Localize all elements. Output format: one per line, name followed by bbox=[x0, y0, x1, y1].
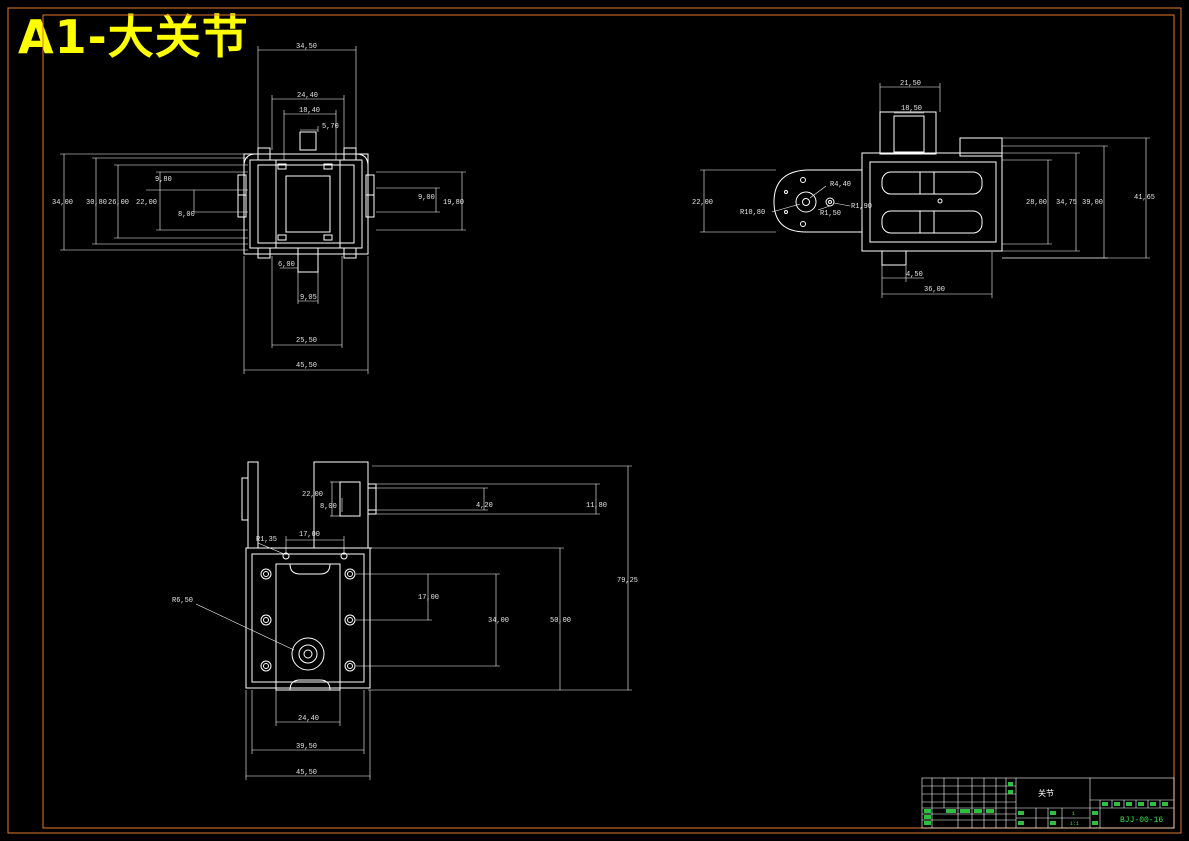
dim-label: 9,00 bbox=[418, 194, 435, 202]
dim-label: R1,50 bbox=[820, 210, 841, 218]
dim-label: 9,05 bbox=[300, 294, 317, 302]
top-left-dimension-text: 34,50 24,40 18,40 5,70 34,00 30,80 26,00… bbox=[52, 43, 464, 370]
dim-label: 17,00 bbox=[418, 594, 439, 602]
quantity-value: 1 bbox=[1072, 811, 1075, 817]
dim-label: 21,50 bbox=[900, 80, 921, 88]
top-left-view bbox=[237, 131, 375, 273]
sheet-border bbox=[7, 7, 1182, 834]
dim-label: R1,35 bbox=[256, 536, 277, 544]
dim-label: 5,70 bbox=[322, 123, 339, 131]
dim-label: 45,50 bbox=[296, 769, 317, 777]
scale-value: 1:1 bbox=[1070, 821, 1079, 827]
dim-label: 24,40 bbox=[297, 92, 318, 100]
bottom-dimension-lines bbox=[195, 465, 632, 780]
dim-label: 24,40 bbox=[298, 715, 319, 723]
dim-label: 30,80 bbox=[86, 199, 107, 207]
dim-label: R6,50 bbox=[172, 597, 193, 605]
dim-label: 28,00 bbox=[1026, 199, 1047, 207]
dim-label: 25,50 bbox=[296, 337, 317, 345]
dim-label: 6,00 bbox=[278, 261, 295, 269]
dim-label: 17,00 bbox=[299, 531, 320, 539]
title-block bbox=[921, 777, 1175, 829]
dim-label: 79,25 bbox=[617, 577, 638, 585]
dim-label: 34,75 bbox=[1056, 199, 1077, 207]
dim-label: R1,90 bbox=[851, 203, 872, 211]
dim-label: 22,00 bbox=[692, 199, 713, 207]
title-block-fill bbox=[924, 782, 1168, 825]
dim-label: 4,50 bbox=[906, 271, 923, 279]
dim-label: 18,40 bbox=[299, 107, 320, 115]
dim-label: 8,00 bbox=[178, 211, 195, 219]
drawing-title: A1-大关节 bbox=[18, 10, 249, 64]
dim-label: 22,00 bbox=[302, 491, 323, 499]
dim-label: 18,50 bbox=[901, 105, 922, 113]
dim-label: R10,80 bbox=[740, 209, 765, 217]
dim-label: 45,50 bbox=[296, 362, 317, 370]
drawing-number: BJJ-00-16 bbox=[1120, 816, 1163, 825]
dim-label: 39,00 bbox=[1082, 199, 1103, 207]
top-right-dimension-text: 21,50 18,50 R4,40 R10,80 R1,50 R1,90 22,… bbox=[692, 80, 1155, 294]
dim-label: 19,80 bbox=[443, 199, 464, 207]
dim-label: 39,50 bbox=[296, 743, 317, 751]
top-right-dimension-lines bbox=[700, 83, 1150, 298]
dim-label: 34,50 bbox=[296, 43, 317, 51]
dim-label: 8,00 bbox=[320, 503, 337, 511]
dim-label: 34,00 bbox=[488, 617, 509, 625]
dim-label: R4,40 bbox=[830, 181, 851, 189]
dim-label: 36,00 bbox=[924, 286, 945, 294]
bottom-dimension-text: 22,00 8,00 4,20 11,80 R1,35 17,00 R6,50 … bbox=[172, 491, 638, 777]
dim-label: 22,00 bbox=[136, 199, 157, 207]
top-left-dimension-lines bbox=[60, 46, 466, 374]
dim-label: 41,65 bbox=[1134, 194, 1155, 202]
bottom-view bbox=[241, 461, 377, 691]
dim-label: 50,00 bbox=[550, 617, 571, 625]
title-block-text: 关节 BJJ-00-16 1:1 1 bbox=[1038, 788, 1163, 827]
top-right-view bbox=[773, 111, 1003, 266]
dim-label: 4,20 bbox=[476, 502, 493, 510]
dim-label: 34,00 bbox=[52, 199, 73, 207]
dim-label: 9,80 bbox=[155, 176, 172, 184]
part-name: 关节 bbox=[1038, 788, 1054, 799]
dim-label: 26,00 bbox=[108, 199, 129, 207]
dim-label: 11,80 bbox=[586, 502, 607, 510]
